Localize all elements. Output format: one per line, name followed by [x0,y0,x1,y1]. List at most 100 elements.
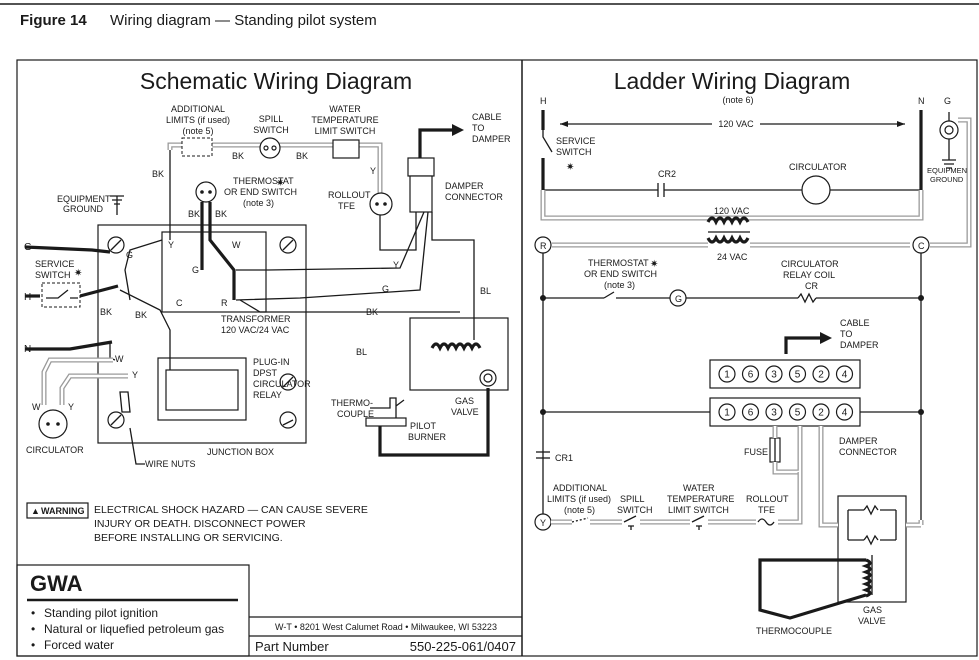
feature-item: • [31,622,35,636]
connector-pin [788,403,807,421]
svg-text:G: G [126,250,133,260]
svg-text:EQUIPMENT: EQUIPMENT [927,166,972,175]
svg-text:BK: BK [135,310,147,320]
svg-text:BL: BL [480,286,491,296]
svg-text:WARNING: WARNING [41,506,85,516]
svg-text:COUPLE: COUPLE [337,409,374,419]
svg-text:H: H [540,96,547,106]
svg-text:C: C [176,298,183,308]
connector-pin [812,365,830,383]
svg-text:CONNECTOR: CONNECTOR [839,447,897,457]
ladder-gas-valve [837,495,907,603]
spill-switch [259,137,281,159]
svg-text:LIMITS (if used): LIMITS (if used) [547,494,611,504]
figure-number: Figure 14 [20,12,87,29]
connector-pin [835,365,854,383]
svg-text:BL: BL [356,347,367,357]
star-icon: ✷ [276,178,284,189]
connector-pin-label: 4 [842,408,848,419]
svg-text:BK: BK [296,151,308,161]
svg-text:BK: BK [152,169,164,179]
svg-text:G: G [192,265,199,275]
thermocouple-label: THERMO- [331,398,373,408]
ladder-service-switch-label: SERVICE [556,136,595,146]
feature-item: • [31,638,35,652]
svg-text:24 VAC: 24 VAC [717,252,748,262]
svg-text:W: W [232,240,241,250]
svg-text:BK: BK [366,307,378,317]
star-icon: ✷ [74,268,82,279]
svg-text:VALVE: VALVE [451,407,479,417]
svg-text:DAMPER: DAMPER [472,134,511,144]
damper-plug [407,157,435,177]
svg-text:BK: BK [215,209,227,219]
ground-lug [939,120,959,140]
ladder-title: Ladder Wiring Diagram [614,68,850,94]
svg-text:CONNECTOR: CONNECTOR [445,192,503,202]
svg-text:LIMIT SWITCH: LIMIT SWITCH [668,505,729,515]
circulator-label: CIRCULATOR [26,445,84,455]
feature-text: Natural or liquefied petroleum gas [44,622,224,636]
water-temp-label: WATER TEMPERATURE LIMIT SWITCH [311,104,378,136]
svg-text:TFE: TFE [758,505,775,515]
connector-pin-label: 6 [748,408,754,419]
connector-pin-label: 3 [771,408,777,419]
ladder-circulator [801,175,831,205]
schematic-panel: Schematic Wiring Diagram ADDITIONAL LIMI… [16,68,522,657]
warning-line-3: BEFORE INSTALLING OR SERVICING. [94,532,283,544]
svg-text:BURNER: BURNER [408,432,447,442]
svg-text:G: G [675,294,682,304]
svg-text:CABLE: CABLE [840,318,870,328]
svg-text:TO: TO [472,123,484,133]
connector-pin [835,403,854,421]
connector-pin-label: 5 [795,370,801,381]
part-number-label: Part Number [255,639,329,654]
svg-text:TO: TO [840,329,852,339]
svg-text:Y: Y [393,260,399,270]
svg-text:ADDITIONAL: ADDITIONAL [171,104,225,114]
star-icon: ✷ [566,162,574,173]
schematic-title: Schematic Wiring Diagram [140,68,412,94]
svg-text:C: C [918,241,925,251]
svg-text:G: G [382,284,389,294]
svg-text:(note 3): (note 3) [604,280,635,290]
svg-text:GROUND: GROUND [63,204,103,214]
connector-pin [718,403,736,421]
svg-text:ROLLOUT: ROLLOUT [746,494,789,504]
svg-text:BK: BK [188,209,200,219]
svg-text:FUSE: FUSE [744,447,768,457]
connector-pin [741,403,760,421]
figure-title: Wiring diagram — Standing pilot system [110,12,377,29]
additional-limits-box [181,137,213,157]
product-box [16,564,250,657]
star-icon: ✷ [650,259,658,270]
svg-text:WATER: WATER [683,483,715,493]
svg-text:ADDITIONAL: ADDITIONAL [553,483,607,493]
product-name: GWA [30,571,83,596]
connector-pin-label: 1 [724,408,730,419]
note6-label: (note 6) [722,95,753,105]
outer-frame [16,59,978,657]
rollout-tfe [369,192,393,216]
svg-text:OR END SWITCH: OR END SWITCH [584,269,657,279]
svg-text:TEMPERATURE: TEMPERATURE [667,494,734,504]
svg-text:Y: Y [68,402,74,412]
svg-text:OR END SWITCH: OR END SWITCH [224,187,297,197]
svg-text:PILOT: PILOT [410,421,437,431]
thermocouple-label: THERMOCOUPLE [756,626,832,636]
transformer [161,231,267,313]
connector-pin-label: 3 [771,370,777,381]
circulator-relay [157,357,247,421]
svg-text:DAMPER: DAMPER [839,436,878,446]
thermostat-label: THERMOSTAT [233,176,294,186]
additional-limits-label: ADDITIONAL LIMITS (if used) (note 5) [166,104,230,136]
svg-text:N: N [918,96,925,106]
warning-line-2: INJURY OR DEATH. DISCONNECT POWER [94,518,306,530]
rollout-label: ROLLOUT [328,190,371,200]
feature-item: • [31,606,35,620]
connector-pin [765,365,783,383]
connector-pin-label: 5 [795,408,801,419]
svg-text:SWITCH: SWITCH [617,505,653,515]
svg-text:Y: Y [540,518,546,528]
